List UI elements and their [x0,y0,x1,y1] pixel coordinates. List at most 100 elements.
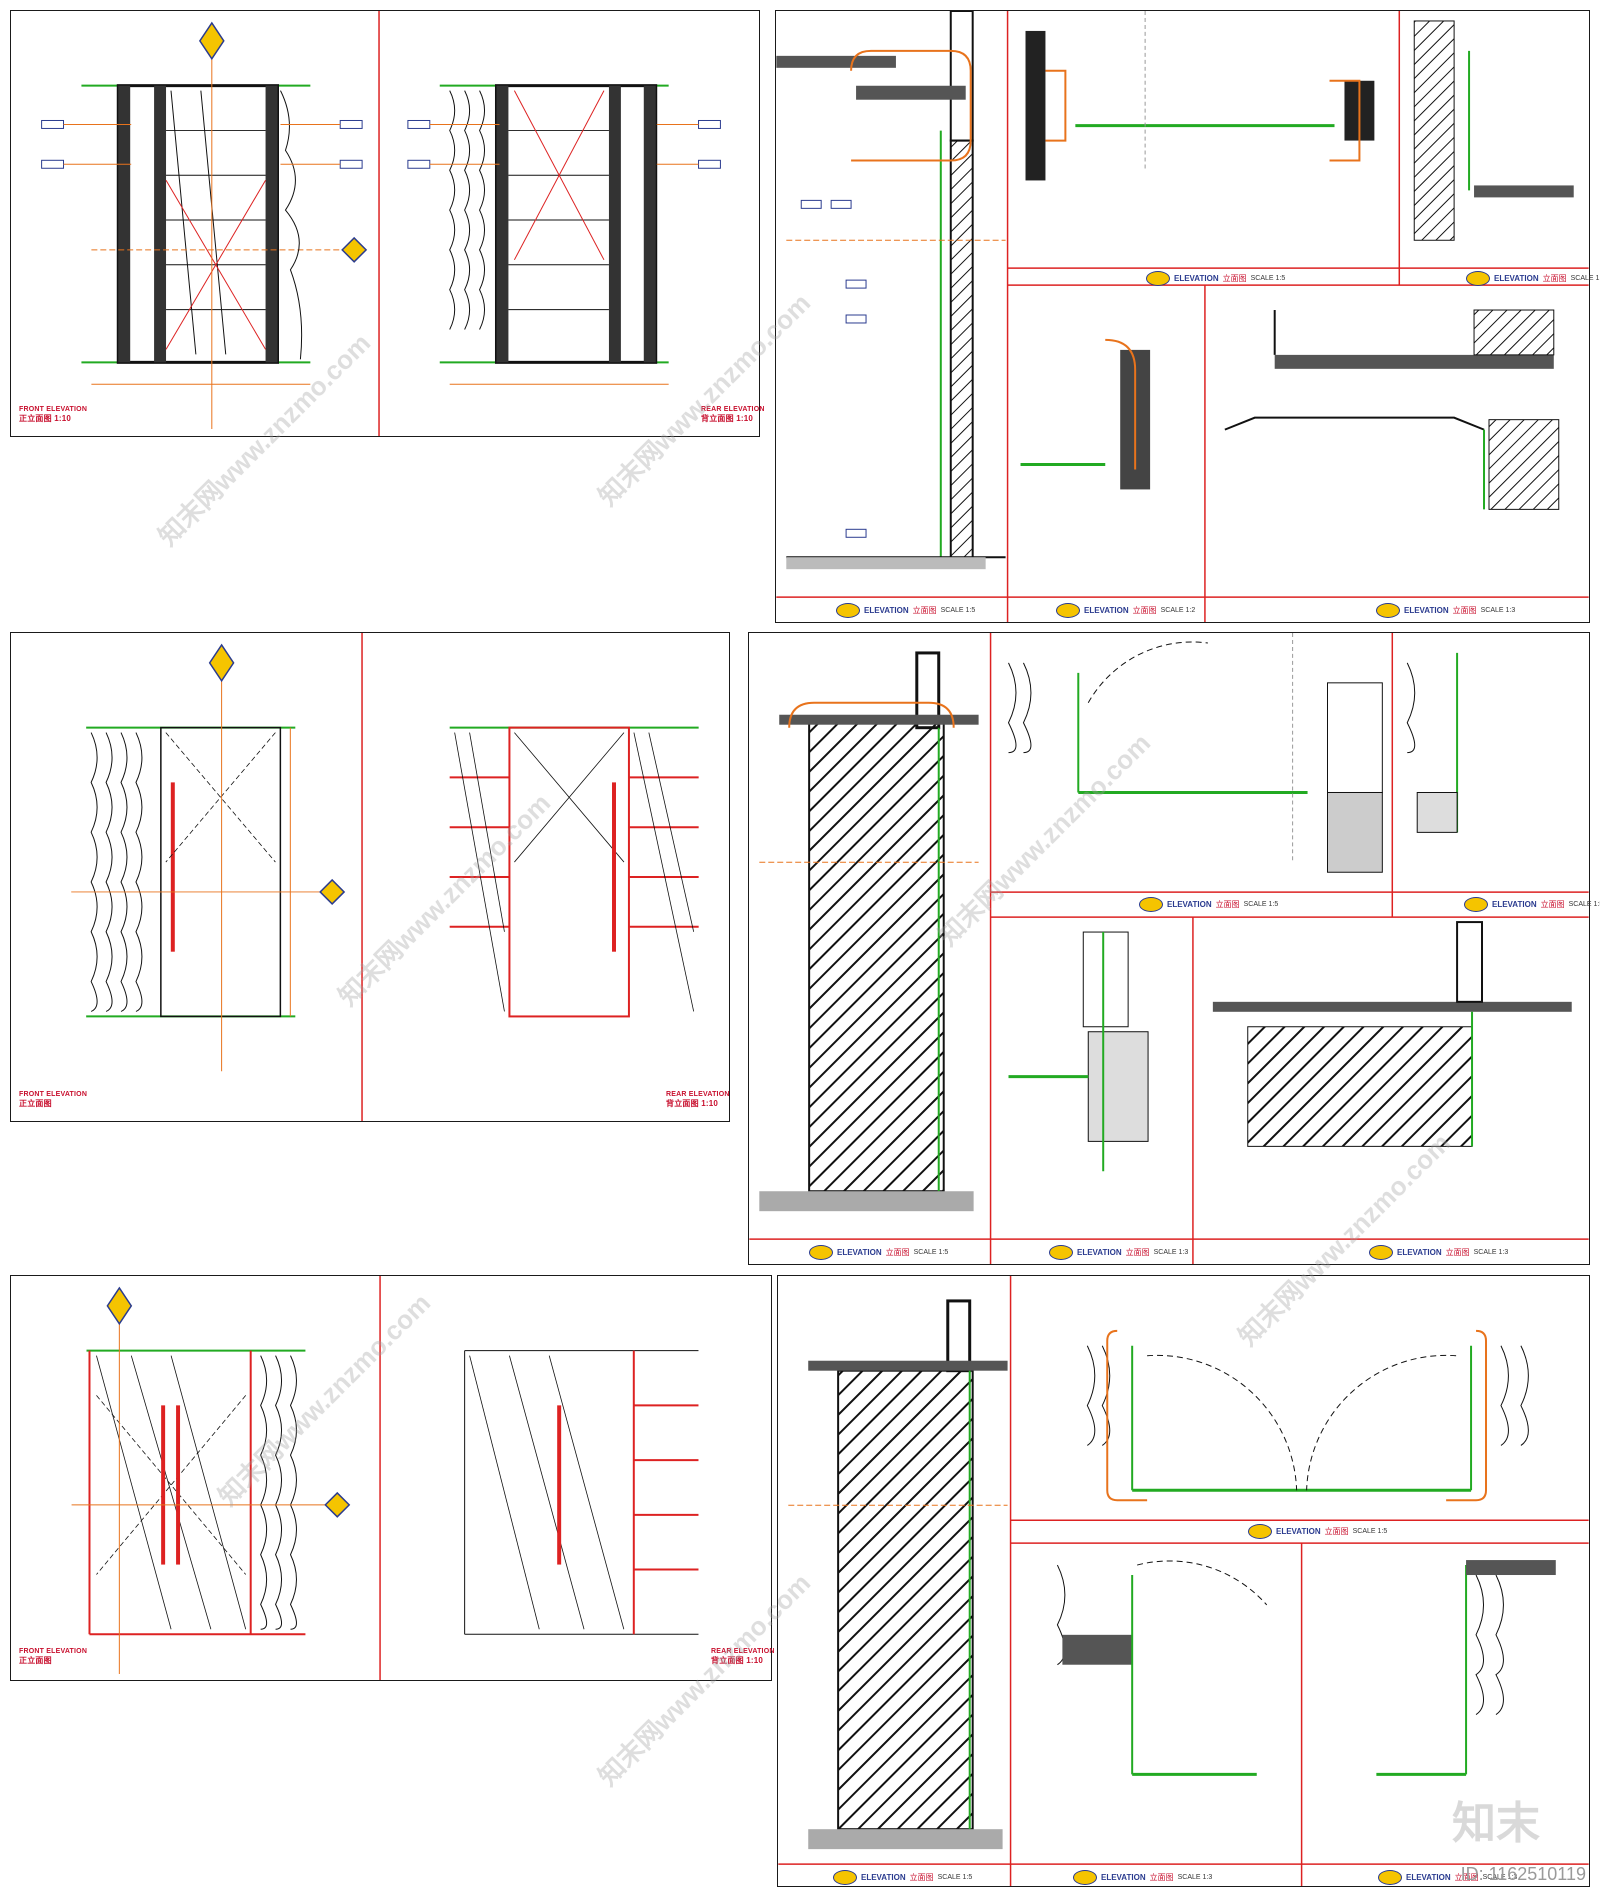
caption-elevation-label: ELEVATION [864,606,909,615]
caption-scale: SCALE 1:5 [913,1249,949,1256]
caption-elevation-b: ELEVATION 立面图 SCALE 1:3 [1049,1245,1188,1260]
caption-elevation-label: ELEVATION [1167,900,1212,909]
row1-elevation-drawing [41,11,721,436]
caption-elevation-cn: 立面图 [1445,1248,1470,1257]
caption-elevation-1-5: ELEVATION 立面图 SCALE 1:5 [833,1870,972,1885]
caption-elevation-cn: 立面图 [1132,606,1157,615]
sheet-row2-details: ELEVATION 立面图 SCALE 1:5 ELEVATION 立面图 SC… [748,632,1600,1265]
caption-elevation-cn: 立面图 [912,606,937,615]
caption-scale: SCALE 1:5 [1568,901,1600,908]
caption-elevation-label: ELEVATION [1404,606,1449,615]
rear-elevation-2-title-cn: 背立面图 1:10 [666,1099,719,1108]
caption-scale: SCALE 1:5 [1352,1528,1388,1535]
image-id-label: ID: 1162510119 [1460,1864,1586,1884]
caption-scale: SCALE 1:3 [1153,1249,1189,1256]
caption-elevation-label: ELEVATION [1276,1527,1321,1536]
caption-elevation-c: ELEVATION 立面图 SCALE 1:3 [1376,603,1515,618]
caption-elevation-cn: 立面图 [1540,900,1565,909]
caption-elevation-top-mid: ELEVATION 立面图 SCALE 1:5 [1139,897,1278,912]
row3-detail-drawing [778,1276,1589,1886]
caption-scale: SCALE 1:2 [1160,607,1196,614]
caption-scale: SCALE 1:2 [1570,275,1600,282]
caption-scale: SCALE 1:3 [1482,1874,1518,1881]
caption-elevation-top: ELEVATION 立面图 SCALE 1:5 [1248,1524,1387,1539]
section-tag-icon [1248,1524,1272,1539]
caption-scale: SCALE 1:3 [1480,607,1516,614]
caption-elevation-cn: 立面图 [1324,1527,1349,1536]
sheet-row3-elevations: FRONT ELEVATION 正立面图 REAR ELEVATION 背立面图… [10,1275,775,1681]
caption-scale: SCALE 1:5 [1250,275,1286,282]
caption-elevation-label: ELEVATION [1492,900,1537,909]
caption-scale: SCALE 1:5 [1243,901,1279,908]
caption-elevation-label: ELEVATION [837,1248,882,1257]
caption-elevation-cn: 立面图 [1215,900,1240,909]
caption-elevation-label: ELEVATION [1174,274,1219,283]
front-elevation-title: FRONT ELEVATION 正立面图 1:10 [19,406,87,424]
row2-elevation-drawing [71,633,699,1121]
caption-elevation-label: ELEVATION [1077,1248,1122,1257]
caption-elevation-cn: 立面图 [1125,1248,1150,1257]
front-elevation-2-title: FRONT ELEVATION 正立面图 [19,1091,87,1109]
row1-detail-drawing [776,11,1589,622]
caption-elevation-top-right: ELEVATION 立面图 SCALE 1:5 [1464,897,1600,912]
rear-elevation-3-title: REAR ELEVATION 背立面图 1:10 [711,1648,775,1666]
section-tag-icon [833,1870,857,1885]
caption-elevation-top-mid: ELEVATION 立面图 SCALE 1:5 [1146,271,1285,286]
caption-elevation-c: ELEVATION 立面图 SCALE 1:3 [1369,1245,1508,1260]
caption-scale: SCALE 1:3 [1177,1874,1213,1881]
front-elevation-title-en: FRONT ELEVATION [19,406,88,413]
section-tag-icon [1056,603,1080,618]
caption-elevation-cn: 立面图 [1452,606,1477,615]
sheet-row2-elevations: FRONT ELEVATION 正立面图 REAR ELEVATION 背立面图… [10,632,730,1122]
caption-elevation-label: ELEVATION [1084,606,1129,615]
caption-elevation-c: ELEVATION 立面图 SCALE 1:3 [1378,1870,1517,1885]
caption-elevation-1-5: ELEVATION 立面图 SCALE 1:5 [836,603,975,618]
caption-elevation-1-5: ELEVATION 立面图 SCALE 1:5 [809,1245,948,1260]
caption-elevation-b: ELEVATION 立面图 SCALE 1:3 [1073,1870,1212,1885]
section-tag-icon [1369,1245,1393,1260]
caption-scale: SCALE 1:5 [940,607,976,614]
section-tag-icon [836,603,860,618]
caption-elevation-cn: 立面图 [1454,1873,1479,1882]
section-tag-icon [1146,271,1170,286]
section-tag-icon [1466,271,1490,286]
section-tag-icon [809,1245,833,1260]
front-elevation-title-cn: 正立面图 1:10 [19,414,72,423]
caption-elevation-top-right: ELEVATION 立面图 SCALE 1:2 [1466,271,1600,286]
row2-detail-drawing [749,633,1589,1264]
section-tag-icon [1376,603,1400,618]
caption-scale: SCALE 1:5 [937,1874,973,1881]
section-tag-icon [1049,1245,1073,1260]
rear-elevation-3-title-en: REAR ELEVATION [711,1648,775,1655]
caption-elevation-cn: 立面图 [1222,274,1247,283]
rear-elevation-2-title-en: REAR ELEVATION [666,1091,730,1098]
section-tag-icon [1378,1870,1402,1885]
caption-elevation-label: ELEVATION [861,1873,906,1882]
front-elevation-3-title-en: FRONT ELEVATION [19,1648,88,1655]
front-elevation-2-title-cn: 正立面图 [19,1099,52,1108]
rear-elevation-title-cn: 背立面图 1:10 [701,414,754,423]
caption-scale: SCALE 1:3 [1473,1249,1509,1256]
caption-elevation-cn: 立面图 [885,1248,910,1257]
section-tag-icon [1464,897,1488,912]
brand-logo: 知末 [1452,1798,1540,1849]
caption-elevation-cn: 立面图 [1542,274,1567,283]
caption-elevation-label: ELEVATION [1494,274,1539,283]
section-tag-icon [1139,897,1163,912]
front-elevation-3-title-cn: 正立面图 [19,1656,52,1665]
caption-elevation-label: ELEVATION [1397,1248,1442,1257]
caption-elevation-label: ELEVATION [1101,1873,1146,1882]
row3-elevation-drawing [71,1276,699,1680]
rear-elevation-2-title: REAR ELEVATION 背立面图 1:10 [666,1091,730,1109]
rear-elevation-3-title-cn: 背立面图 1:10 [711,1656,764,1665]
rear-elevation-title: REAR ELEVATION 背立面图 1:10 [701,406,765,424]
sheet-row1-elevations: FRONT ELEVATION 正立面图 1:10 REAR ELEVATION… [10,10,764,437]
rear-elevation-title-en: REAR ELEVATION [701,406,765,413]
section-tag-icon [1073,1870,1097,1885]
front-elevation-3-title: FRONT ELEVATION 正立面图 [19,1648,87,1666]
caption-elevation-cn: 立面图 [909,1873,934,1882]
caption-elevation-cn: 立面图 [1149,1873,1174,1882]
sheet-row3-details: ELEVATION 立面图 SCALE 1:5 ELEVATION 立面图 SC… [777,1275,1590,1887]
caption-elevation-b: ELEVATION 立面图 SCALE 1:2 [1056,603,1195,618]
caption-elevation-label: ELEVATION [1406,1873,1451,1882]
